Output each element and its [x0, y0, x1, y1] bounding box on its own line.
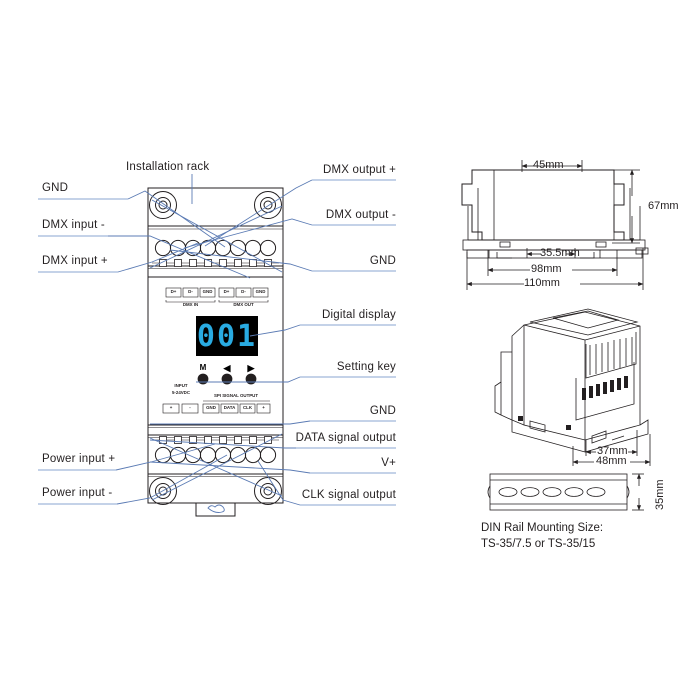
callout-dmx-output-minus: DMX output - [325, 209, 396, 221]
dimension-label-98mm: 98mm [531, 263, 562, 275]
mode-button-label[interactable]: M [199, 363, 207, 372]
din-rail-note-line1: DIN Rail Mounting Size: [481, 522, 604, 534]
terminal-label-dmx-out-gnd: GND [255, 289, 266, 294]
callout-dmx-output-plus: DMX output + [322, 164, 396, 176]
terminal-label-spi-vplus: + [262, 405, 265, 410]
callout-dmx-input-minus: DMX input - [42, 219, 105, 231]
dimension-label-35-5mm: 35.5mm [540, 247, 580, 259]
leader-lines-right [149, 179, 396, 506]
power-input-label-line2: 5-24VDC [171, 390, 191, 395]
dimension-110mm-line [466, 248, 644, 290]
dimension-35-5mm-line [526, 248, 576, 258]
terminal-label-power-plus: + [169, 405, 173, 410]
spi-output-group-label: SPI SIGNAL OUTPUT [213, 393, 259, 398]
din-rail-note-line2: TS-35/7.5 or TS-35/15 [481, 538, 596, 550]
profile-view-with-dimensions [461, 160, 649, 290]
terminal-label-dmx-in-dplus: D+ [170, 289, 177, 294]
dimension-67mm-line [600, 169, 640, 244]
power-input-label-line1: INPUT [174, 383, 188, 388]
leader-lines-left [38, 190, 251, 505]
dimension-label-67mm: 67mm [648, 200, 679, 212]
terminal-label-spi-gnd: GND [206, 405, 216, 410]
internal-leader-crossings [149, 199, 283, 501]
din-clip-tab [195, 503, 236, 517]
left-arrow-icon[interactable]: ◀ [223, 363, 231, 373]
callout-gnd-upper-right: GND [369, 255, 396, 267]
callout-power-input-plus: Power input + [42, 453, 116, 465]
callout-gnd-lower-right: GND [369, 405, 396, 417]
vent-slats-lower [582, 376, 628, 400]
dimension-45mm-line [521, 160, 583, 172]
dimension-label-48mm: 48mm [596, 455, 627, 467]
terminal-group-label-dmx-out: DMX OUT [233, 302, 254, 307]
callout-dmx-input-plus: DMX input + [42, 255, 108, 267]
dmx-terminal-legend [165, 287, 269, 303]
top-terminal-screws [152, 259, 279, 267]
callout-clk-signal-output: CLK signal output [301, 489, 396, 501]
dimension-98mm-line [487, 250, 618, 276]
dimension-37mm-line [585, 430, 638, 456]
terminal-label-dmx-in-gnd: GND [202, 289, 213, 294]
mounting-screw-holes [149, 191, 282, 505]
callout-installation-rack: Installation rack [126, 161, 210, 173]
callout-power-input-minus: Power input - [42, 487, 113, 499]
dimension-label-45mm: 45mm [533, 159, 564, 171]
callout-gnd-top: GND [42, 182, 69, 194]
bottom-terminal-circles [154, 446, 277, 464]
terminal-label-dmx-out-dminus: D- [241, 289, 246, 294]
dimension-label-37mm: 37mm [597, 445, 628, 457]
terminal-label-spi-data: DATA [223, 405, 236, 410]
din-rail-slots [498, 487, 606, 497]
callout-v-plus: V+ [381, 457, 396, 469]
terminal-label-spi-clk: CLK [242, 405, 253, 410]
isometric-view [494, 308, 651, 466]
din-rail-view [487, 473, 644, 511]
callout-setting-key: Setting key [336, 361, 396, 373]
dimension-label-110mm: 110mm [524, 277, 560, 289]
terminal-group-label-dmx-in: DMX IN [182, 302, 199, 307]
setting-buttons[interactable] [197, 373, 257, 385]
bottom-terminal-screws [152, 436, 279, 444]
terminal-label-dmx-in-dminus: D- [188, 289, 193, 294]
right-arrow-icon[interactable]: ▶ [247, 363, 255, 373]
digital-display-unit [196, 316, 258, 356]
vent-slats-upper [585, 332, 637, 379]
power-terminal-legend [162, 400, 271, 414]
dimension-label-35mm: 35mm [654, 479, 666, 510]
digital-display-value: 001 [196, 318, 258, 354]
callout-digital-display: Digital display [322, 309, 396, 321]
terminal-label-power-minus: - [189, 405, 191, 410]
dimension-35mm-line [632, 473, 644, 511]
device-front-view [147, 187, 284, 517]
terminal-label-dmx-out-dplus: D+ [223, 289, 230, 294]
dimension-48mm-line [572, 434, 651, 466]
callout-data-signal-output: DATA signal output [295, 432, 396, 444]
